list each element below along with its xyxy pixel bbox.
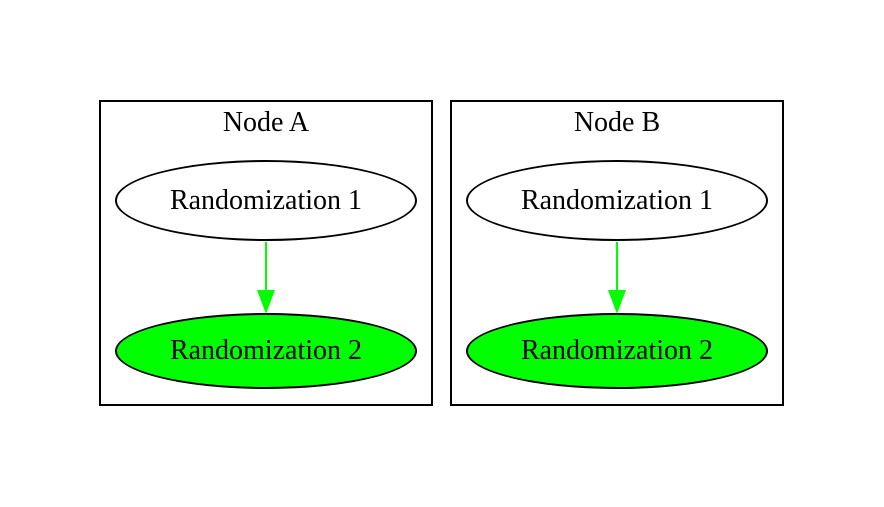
node-label: Randomization 2 <box>520 335 714 366</box>
node-randomization-1: Randomization 1 <box>466 160 768 241</box>
edge-arrow-down-icon <box>257 242 275 314</box>
node-randomization-2: Randomization 2 <box>115 313 417 389</box>
edge-arrowhead <box>608 290 626 314</box>
edge-arrow-down-icon <box>608 242 626 314</box>
node-randomization-2: Randomization 2 <box>466 313 768 389</box>
node-label: Randomization 1 <box>520 184 714 216</box>
edge-arrowhead <box>257 290 275 314</box>
node-label: Randomization 2 <box>169 335 363 366</box>
cluster-node-a: Node A Randomization 1 Randomization 2 <box>99 100 433 406</box>
cluster-title: Node A <box>222 107 310 138</box>
cluster-node-b: Node B Randomization 1 Randomization 2 <box>450 100 784 406</box>
cluster-title: Node B <box>573 107 661 138</box>
node-label: Randomization 1 <box>169 184 363 216</box>
node-randomization-1: Randomization 1 <box>115 160 417 241</box>
